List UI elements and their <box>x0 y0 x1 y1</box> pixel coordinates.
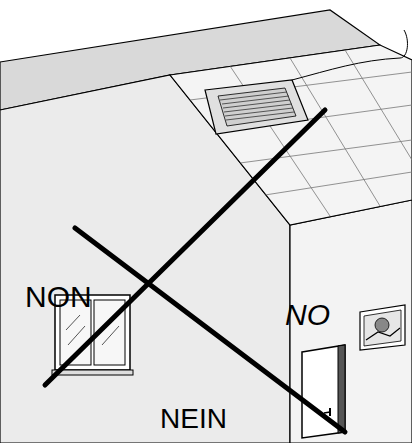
prohibition-label: NEIN <box>160 405 227 433</box>
cross-out-mark <box>45 110 345 432</box>
wall-picture <box>360 305 405 350</box>
ceiling-cassette <box>205 30 407 134</box>
ceiling <box>170 45 412 225</box>
prohibition-label: NON <box>25 282 92 312</box>
prohibition-label: NO <box>285 300 330 330</box>
